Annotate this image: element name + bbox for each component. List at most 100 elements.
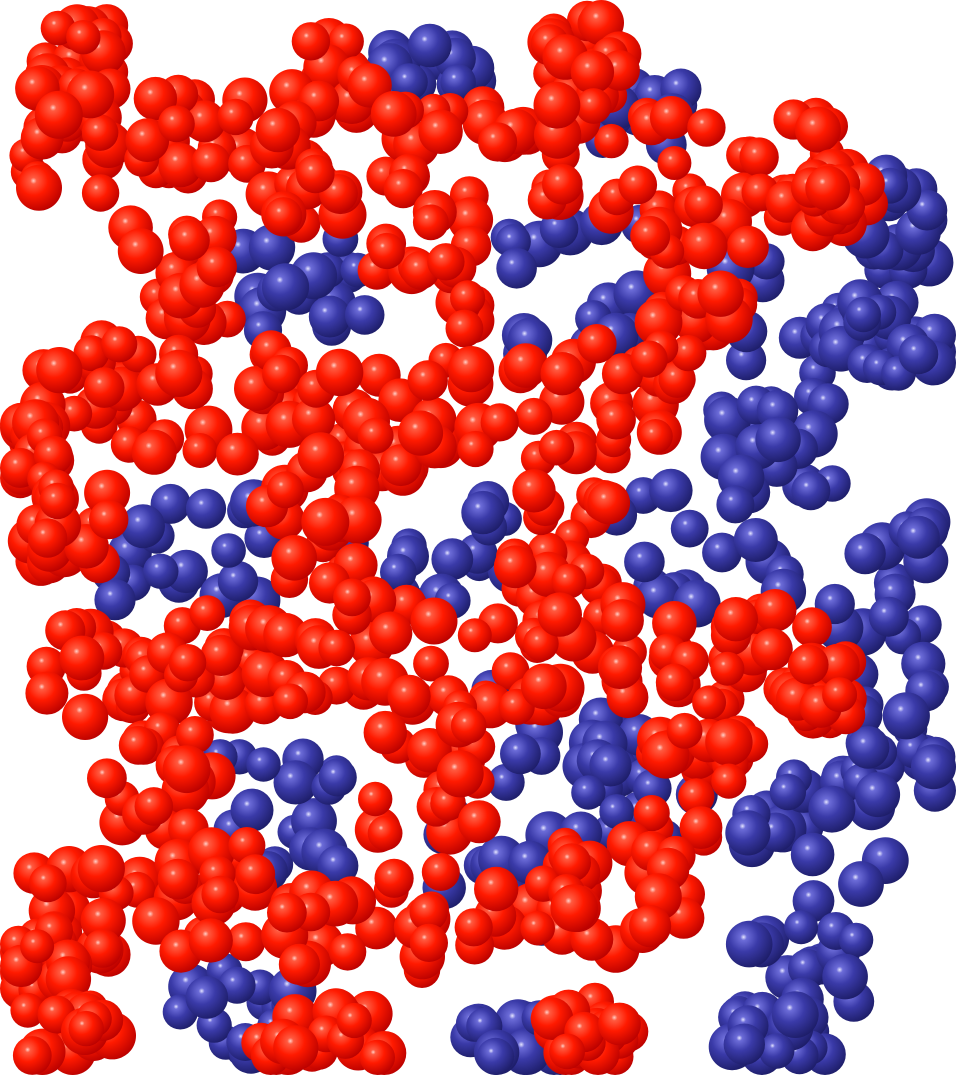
red-atom <box>739 137 779 177</box>
red-atom <box>533 81 581 129</box>
blue-atom <box>246 747 281 782</box>
red-atom <box>266 471 304 509</box>
red-atom <box>587 481 631 525</box>
blue-atom <box>344 295 385 335</box>
blue-atom <box>624 541 665 583</box>
red-atom <box>271 535 318 581</box>
red-atom <box>117 228 164 274</box>
red-atom <box>10 992 46 1028</box>
red-atom <box>407 360 448 401</box>
red-atom <box>189 595 226 631</box>
red-atom <box>512 469 556 513</box>
red-atom <box>697 270 744 317</box>
blue-atom <box>784 910 819 945</box>
blue-atom <box>838 861 884 907</box>
red-atom <box>713 597 758 642</box>
blue-atom <box>790 832 835 877</box>
red-atom <box>363 710 407 755</box>
red-atom <box>336 1002 372 1039</box>
red-atom <box>158 143 203 188</box>
red-atom <box>368 232 405 270</box>
red-atom <box>822 677 858 713</box>
red-atom <box>66 20 101 55</box>
red-atom <box>397 410 444 456</box>
red-atom <box>575 88 612 124</box>
red-atom <box>132 897 180 945</box>
blue-atom <box>844 532 886 575</box>
red-atom <box>448 346 495 393</box>
red-atom <box>157 858 199 900</box>
red-atom <box>25 671 69 715</box>
red-atom <box>358 781 393 817</box>
red-atom <box>638 419 673 454</box>
red-atom <box>687 108 726 147</box>
red-atom <box>692 685 727 720</box>
red-atom <box>478 122 518 162</box>
red-atom <box>118 725 158 765</box>
red-atom <box>328 933 367 971</box>
red-atom <box>20 929 55 964</box>
red-atom <box>530 997 574 1040</box>
red-atom <box>369 611 413 655</box>
red-atom <box>292 397 336 441</box>
red-atom <box>367 815 403 851</box>
blue-atom <box>898 334 939 375</box>
blue-atom <box>808 785 856 833</box>
red-atom <box>379 444 422 487</box>
red-atom <box>523 625 559 662</box>
red-atom <box>27 518 68 558</box>
red-atom <box>788 644 829 685</box>
red-atom <box>657 146 692 180</box>
red-atom <box>666 712 703 749</box>
red-atom <box>301 497 350 546</box>
red-atom <box>101 326 138 363</box>
blue-atom <box>723 1023 765 1065</box>
blue-atom <box>759 1033 795 1069</box>
blue-atom <box>496 247 537 289</box>
blue-atom <box>725 810 771 856</box>
blue-atom <box>716 485 755 524</box>
blue-atom <box>164 549 208 594</box>
red-atom <box>542 164 583 205</box>
blue-atom <box>896 515 940 559</box>
red-atom <box>45 956 92 1002</box>
red-atom <box>297 432 344 479</box>
blue-atom <box>599 794 635 829</box>
blue-atom <box>318 758 357 797</box>
blue-atom <box>317 845 359 887</box>
red-atom <box>413 645 449 682</box>
red-atom <box>201 875 239 914</box>
blue-atom <box>791 471 831 511</box>
red-atom <box>357 417 394 454</box>
red-atom <box>409 923 448 963</box>
red-atom <box>162 745 211 794</box>
red-atom <box>577 324 617 364</box>
blue-atom <box>838 922 874 958</box>
red-atom <box>235 854 276 895</box>
red-atom <box>89 499 129 540</box>
red-atom <box>480 403 519 442</box>
red-atom <box>436 750 484 798</box>
red-atom <box>77 845 125 893</box>
red-atom <box>278 943 320 986</box>
blue-atom <box>440 64 476 100</box>
red-atom <box>200 634 242 677</box>
red-atom <box>409 892 448 932</box>
red-atom <box>503 343 549 388</box>
red-atom <box>711 763 747 799</box>
red-atom <box>81 114 119 151</box>
red-atom <box>598 1002 641 1046</box>
red-atom <box>421 853 460 891</box>
red-atom <box>792 607 832 648</box>
red-atom <box>36 347 83 394</box>
red-atom <box>630 215 671 256</box>
red-atom <box>670 335 707 372</box>
blue-atom <box>771 991 819 1038</box>
blue-atom <box>143 553 179 589</box>
blue-atom <box>649 468 693 513</box>
blue-atom <box>390 63 428 101</box>
red-atom <box>816 643 860 688</box>
red-atom <box>134 787 174 826</box>
blue-atom <box>230 788 274 832</box>
